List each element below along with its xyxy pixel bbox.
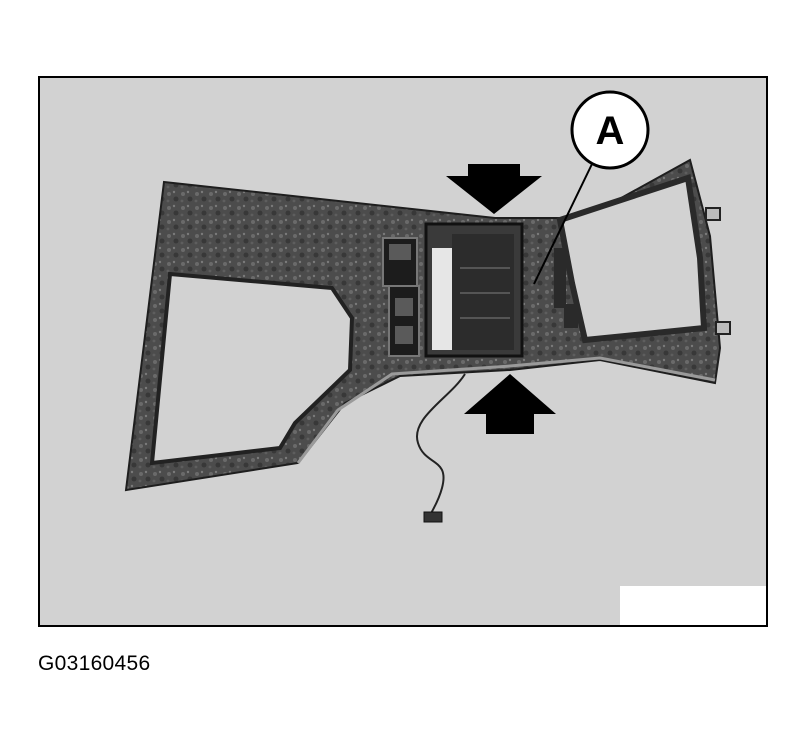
figure-code: G03160456 [38, 652, 151, 675]
console-trim-illustration: A [124, 90, 731, 523]
switch-slots [382, 237, 420, 357]
illustration-frame: A [38, 76, 768, 627]
wire-connector [423, 511, 443, 523]
panel-edge-highlight [296, 356, 716, 464]
frame-opening [556, 174, 708, 344]
top-arrow [446, 164, 542, 214]
mounting-clips [554, 207, 731, 335]
bottom-arrow [464, 374, 556, 434]
blank-caption-box [620, 586, 766, 625]
callout-leader-line [533, 163, 593, 285]
callout-a: A [570, 90, 650, 170]
wire-harness [415, 373, 466, 523]
gear-lever-opening [149, 271, 355, 466]
trim-panel [124, 158, 722, 492]
storage-insert-a [424, 222, 524, 358]
callout-label: A [596, 109, 625, 153]
